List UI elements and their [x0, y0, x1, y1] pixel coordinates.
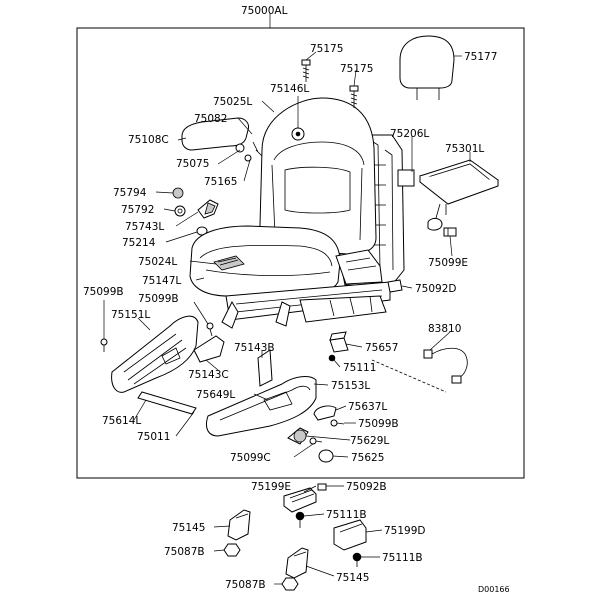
label-75082: 75082	[194, 113, 227, 125]
label-75099B-center: 75099B	[138, 293, 179, 305]
label-75614L: 75614L	[102, 415, 141, 427]
label-75175-second: 75175	[340, 63, 373, 75]
tray-75301L	[418, 159, 500, 231]
label-75153L: 75153L	[331, 380, 370, 392]
label-75794: 75794	[113, 187, 147, 199]
label-75146L: 75146L	[270, 83, 309, 95]
nut-75087B-upper	[223, 543, 241, 557]
screw-75099C	[309, 437, 323, 445]
label-75108C: 75108C	[128, 134, 169, 146]
label-75206L: 75206L	[390, 128, 429, 140]
label-75165: 75165	[204, 176, 237, 188]
bracket-75092D	[387, 279, 403, 293]
label-75087B-upper: 75087B	[164, 546, 205, 558]
seat-back	[259, 97, 415, 286]
label-75024L: 75024L	[138, 256, 177, 268]
cover-75145-upper	[227, 509, 251, 541]
lever-75743L	[197, 199, 219, 219]
assembly-label: 75000AL	[241, 5, 288, 17]
label-75629L: 75629L	[350, 435, 389, 447]
label-75147L: 75147L	[142, 275, 181, 287]
label-83810: 83810	[428, 323, 461, 335]
screw-75099B-center	[206, 322, 214, 337]
knob-75629L	[287, 427, 309, 445]
lever-75637L	[313, 405, 337, 421]
label-75177: 75177	[464, 51, 497, 63]
armrest-washer	[235, 141, 263, 162]
label-75145-upper: 75145	[172, 522, 205, 534]
label-75637L: 75637L	[348, 401, 387, 413]
label-75111: 75111	[343, 362, 376, 374]
screw-75099B-left	[100, 338, 108, 352]
label-75099E: 75099E	[428, 257, 468, 269]
bolt-75099E	[443, 227, 457, 237]
nut-75087B-lower	[281, 577, 299, 591]
rail-cover-75614L	[137, 391, 197, 415]
label-75025L: 75025L	[213, 96, 252, 108]
label-75625: 75625	[351, 452, 384, 464]
label-75199D: 75199D	[384, 525, 426, 537]
label-75092D: 75092D	[415, 283, 457, 295]
bracket-75143B	[257, 349, 273, 387]
cover-75199D	[333, 519, 367, 551]
cap-75792	[174, 205, 186, 217]
label-75214: 75214	[122, 237, 156, 249]
side-cover-75153L	[205, 376, 317, 437]
cover-75657	[329, 331, 349, 353]
label-75075: 75075	[176, 158, 209, 170]
armrest	[181, 117, 249, 151]
label-75301L: 75301L	[445, 143, 484, 155]
cap-75625	[318, 449, 334, 463]
label-75743L: 75743L	[125, 221, 164, 233]
bolt-75111B-upper	[295, 511, 305, 528]
label-75099B-right: 75099B	[358, 418, 399, 430]
label-75111B-lower: 75111B	[382, 552, 423, 564]
bolt-75111	[328, 354, 336, 362]
label-75143B: 75143B	[234, 342, 275, 354]
assembly-frame	[76, 13, 525, 479]
cover-75145-lower	[285, 547, 309, 579]
knob-75794	[172, 187, 184, 199]
label-75649L: 75649L	[196, 389, 235, 401]
label-75087B-lower: 75087B	[225, 579, 266, 591]
label-75099C: 75099C	[230, 452, 271, 464]
label-75657: 75657	[365, 342, 398, 354]
bolt-75111B-lower	[352, 552, 362, 567]
label-75011: 75011	[137, 431, 170, 443]
label-75092B: 75092B	[346, 481, 387, 493]
bolt-75175-top	[301, 59, 311, 82]
label-75143C: 75143C	[188, 369, 229, 381]
diagram-code: D00166	[478, 585, 510, 594]
screw-75099B-right	[330, 419, 345, 427]
leader-lines	[103, 51, 471, 585]
headrest	[399, 35, 455, 100]
seat-frame	[221, 249, 391, 329]
part-labels: 75175 75175 75177 75146L 75025L 75082 75…	[83, 43, 497, 591]
harness-83810	[423, 347, 468, 384]
label-75111B-upper: 75111B	[326, 509, 367, 521]
harness-route-line	[371, 359, 447, 393]
label-75145-lower: 75145	[336, 572, 369, 584]
label-75792: 75792	[121, 204, 154, 216]
side-shield-75151L	[111, 315, 199, 393]
clip-75092B	[317, 483, 327, 491]
label-75199E: 75199E	[251, 481, 291, 493]
bracket-75143C	[193, 335, 225, 363]
label-75151L: 75151L	[111, 309, 150, 321]
cover-75199E	[283, 487, 317, 513]
seat-cushion	[189, 225, 341, 297]
label-75099B-left: 75099B	[83, 286, 124, 298]
label-75175-top: 75175	[310, 43, 343, 55]
